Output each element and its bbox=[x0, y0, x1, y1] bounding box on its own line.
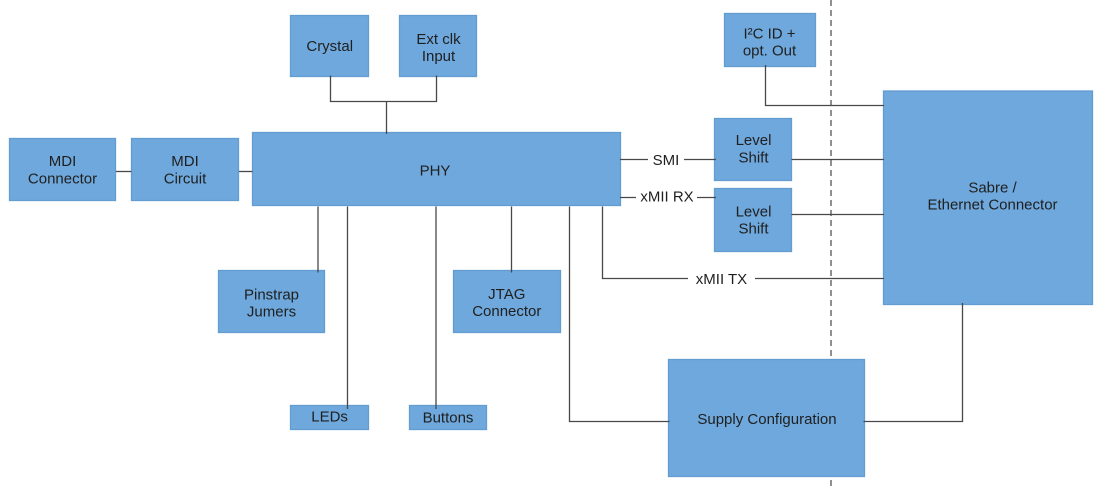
svg-text:MDI: MDI bbox=[171, 153, 199, 170]
svg-text:opt. Out: opt. Out bbox=[743, 43, 797, 60]
svg-text:Ethernet Connector: Ethernet Connector bbox=[927, 197, 1057, 214]
svg-text:PHY: PHY bbox=[420, 163, 451, 180]
svg-text:SMI: SMI bbox=[653, 152, 680, 169]
svg-text:Level: Level bbox=[736, 132, 772, 149]
svg-text:Buttons: Buttons bbox=[423, 409, 474, 426]
svg-text:Pinstrap: Pinstrap bbox=[244, 286, 299, 303]
svg-text:xMII TX: xMII TX bbox=[696, 271, 747, 288]
svg-text:JTAG: JTAG bbox=[488, 286, 525, 303]
svg-text:Circuit: Circuit bbox=[164, 170, 207, 187]
svg-text:Ext clk: Ext clk bbox=[416, 31, 461, 48]
svg-text:Connector: Connector bbox=[28, 170, 97, 187]
svg-text:Sabre /: Sabre / bbox=[968, 180, 1017, 197]
svg-text:Shift: Shift bbox=[738, 221, 769, 238]
svg-text:LEDs: LEDs bbox=[311, 409, 348, 426]
svg-text:Shift: Shift bbox=[738, 149, 769, 166]
svg-text:Supply Configuration: Supply Configuration bbox=[697, 411, 836, 428]
svg-text:MDI: MDI bbox=[49, 153, 77, 170]
svg-text:Level: Level bbox=[736, 203, 772, 220]
svg-text:Jumers: Jumers bbox=[247, 303, 296, 320]
svg-text:xMII RX: xMII RX bbox=[640, 188, 693, 205]
svg-text:I²C ID +: I²C ID + bbox=[743, 26, 795, 43]
svg-text:Crystal: Crystal bbox=[306, 38, 353, 55]
svg-text:Input: Input bbox=[422, 48, 456, 65]
svg-text:Connector: Connector bbox=[472, 303, 541, 320]
